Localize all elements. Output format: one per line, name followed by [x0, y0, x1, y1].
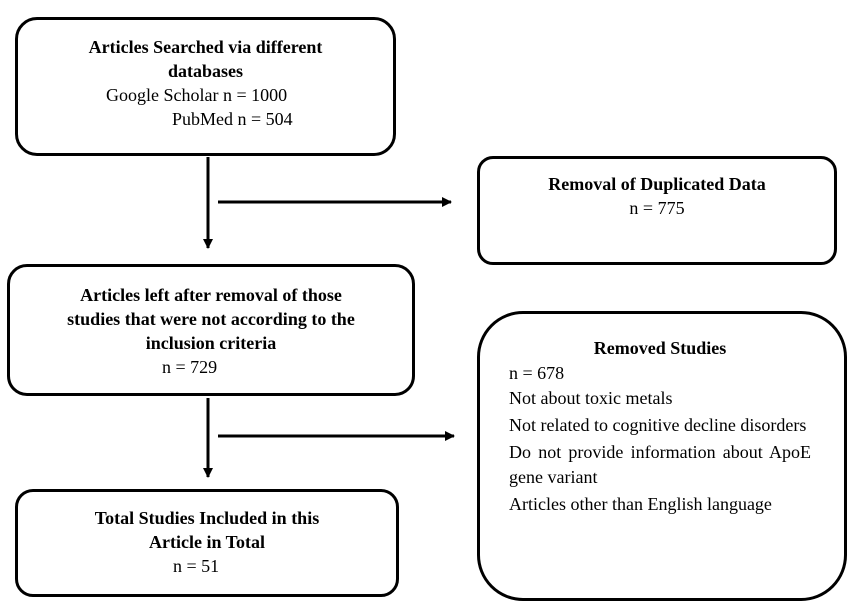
removed-studies-box: Removed Studies n = 678 Not about toxic … — [477, 311, 847, 601]
removed-reason: Do not provide information about ApoE ge… — [509, 442, 811, 487]
duplicates-title: Removal of Duplicated Data — [548, 174, 766, 194]
after-criteria-count: n = 729 — [162, 357, 218, 377]
after-criteria-title-line-3: inclusion criteria — [145, 333, 277, 353]
duplicates-removal-box: Removal of Duplicated Data n = 775 — [477, 156, 837, 265]
google-scholar-count: Google Scholar n = 1000 — [106, 85, 288, 105]
duplicates-count: n = 775 — [629, 198, 685, 218]
removed-reason: Not related to cognitive decline disorde… — [509, 415, 807, 435]
total-count: n = 51 — [173, 556, 220, 576]
total-title-line-1: Total Studies Included in this — [94, 508, 320, 528]
pubmed-count: PubMed n = 504 — [172, 109, 293, 129]
removed-count: n = 678 — [509, 363, 565, 383]
after-criteria-title-line-1: Articles left after removal of those — [80, 285, 342, 305]
removed-reason: Articles other than English language — [509, 494, 772, 514]
search-title-line-2: databases — [167, 61, 243, 81]
removed-reason: Not about toxic metals — [509, 388, 673, 408]
search-title-line-1: Articles Searched via different — [88, 37, 323, 57]
total-title-line-2: Article in Total — [149, 532, 265, 552]
articles-searched-box: Articles Searched via different database… — [15, 17, 396, 156]
articles-after-criteria-box: Articles left after removal of those stu… — [7, 264, 415, 396]
removed-title: Removed Studies — [593, 338, 727, 358]
total-studies-box: Total Studies Included in this Article i… — [15, 489, 399, 597]
after-criteria-title-line-2: studies that were not according to the — [67, 309, 355, 329]
